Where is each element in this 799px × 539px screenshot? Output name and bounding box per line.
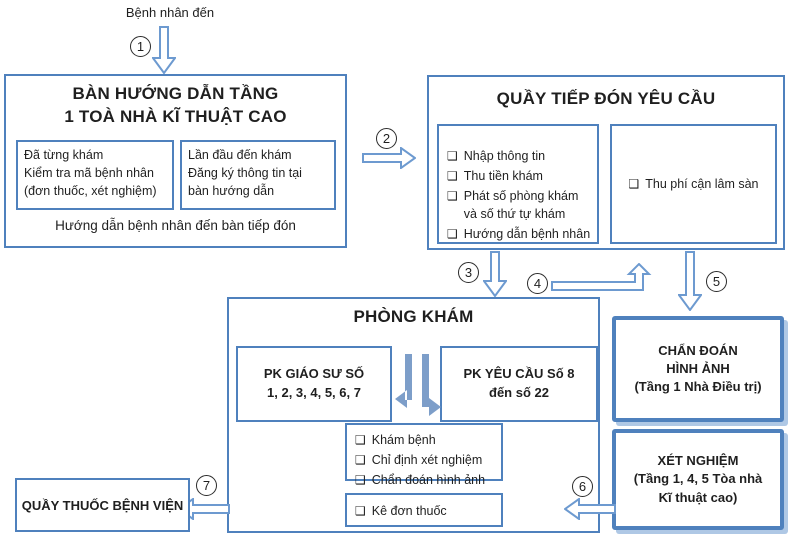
step-6-number: 6 [578, 479, 587, 494]
guide-desk-caption: Hướng dẫn bệnh nhân đến bàn tiếp đón [55, 218, 296, 233]
clinic-request-rooms-box: PK YÊU CẦU Số 8 đến số 22 [440, 346, 598, 422]
arrow-down-step5-icon [678, 251, 702, 311]
clinic-services-box: ❑ Khám bệnh ❑ Chỉ định xét nghiệm ❑ Chẩn… [345, 423, 503, 487]
reception-title: QUẦY TIẾP ĐÓN YÊU CẦU [496, 89, 716, 108]
arrow-bend-up-step4-icon [551, 263, 652, 291]
checklist-item: ❑ Thu tiền khám [447, 168, 543, 183]
step-3-badge: 3 [458, 262, 479, 283]
imaging-box: CHẨN ĐOÁN HÌNH ẢNH (Tầng 1 Nhà Điều trị) [612, 316, 784, 422]
checklist-item: ❑ Chẩn đoán hình ảnh [355, 472, 486, 487]
arrow-down-step1-icon [152, 26, 176, 74]
checklist-item: ❑ Khám bệnh [355, 433, 436, 447]
step-7-badge: 7 [196, 475, 217, 496]
guide-desk-firsttime-box: Lần đầu đến khám Đăng ký thông tin tại b… [180, 140, 336, 210]
lab-box: XÉT NGHIỆM (Tầng 1, 4, 5 Tòa nhà Kĩ thuậ… [612, 429, 784, 530]
checklist-item: ❑ Nhập thông tin [447, 149, 546, 163]
reception-fee-box: ❑ Thu phí cận lâm sàn [610, 124, 777, 244]
step-1-badge: 1 [130, 36, 151, 57]
pharmacy-box: QUẦY THUỐC BỆNH VIỆN [15, 478, 190, 532]
checkbox-icon: ❑ [447, 168, 458, 183]
checkbox-icon: ❑ [355, 504, 366, 518]
arrow-right-step2-icon [362, 147, 416, 169]
clinic-box: PHÒNG KHÁM PK GIÁO SƯ SỐ 1, 2, 3, 4, 5, … [227, 297, 600, 533]
checkbox-icon: ❑ [447, 188, 458, 203]
guide-desk-title: BÀN HƯỚNG DẪN TẦNG 1 TOÀ NHÀ KĨ THUẬT CA… [64, 84, 287, 126]
checklist-item: ❑ Phát số phòng khám và số thứ tự khám [447, 188, 579, 222]
checkbox-icon: ❑ [447, 227, 458, 241]
checkbox-icon: ❑ [628, 176, 640, 191]
checkbox-icon: ❑ [355, 472, 366, 487]
step-3-number: 3 [464, 265, 473, 280]
checklist-item: ❑ Thu phí cận lâm sàn [628, 176, 759, 191]
step-6-badge: 6 [572, 476, 593, 497]
step-2-badge: 2 [376, 128, 397, 149]
checklist-item: ❑ Hướng dẫn bệnh nhân [447, 227, 591, 241]
step-4-badge: 4 [527, 273, 548, 294]
arrow-left-step6-icon [564, 498, 616, 520]
patient-arrival-label: Bệnh nhân đến [125, 5, 215, 20]
checklist-item: ❑ Kê đơn thuốc [355, 504, 447, 518]
step-4-number: 4 [533, 276, 542, 291]
step-5-badge: 5 [706, 271, 727, 292]
step-7-number: 7 [202, 478, 211, 493]
reception-box: QUẦY TIẾP ĐÓN YÊU CẦU ❑ Nhập thông tin ❑… [427, 75, 785, 250]
guide-desk-returning-box: Đã từng khám Kiểm tra mã bệnh nhân (đơn … [16, 140, 174, 210]
guide-desk-box: BÀN HƯỚNG DẪN TẦNG 1 TOÀ NHÀ KĨ THUẬT CA… [4, 74, 347, 248]
clinic-prescription-box: ❑ Kê đơn thuốc [345, 493, 503, 527]
checkbox-icon: ❑ [355, 433, 366, 447]
clinic-professor-rooms-box: PK GIÁO SƯ SỐ 1, 2, 3, 4, 5, 6, 7 [236, 346, 392, 422]
step-1-number: 1 [136, 39, 145, 54]
checkbox-icon: ❑ [355, 452, 366, 467]
arrow-down-step3-icon [483, 251, 507, 297]
checkbox-icon: ❑ [447, 149, 458, 163]
checklist-item: ❑ Chỉ định xét nghiệm [355, 452, 483, 467]
reception-tasks-box: ❑ Nhập thông tin ❑ Thu tiền khám ❑ Phát … [437, 124, 599, 244]
arrows-between-rooms-icon [395, 354, 441, 416]
step-2-number: 2 [382, 131, 391, 146]
step-5-number: 5 [712, 274, 721, 289]
clinic-title: PHÒNG KHÁM [353, 307, 474, 326]
